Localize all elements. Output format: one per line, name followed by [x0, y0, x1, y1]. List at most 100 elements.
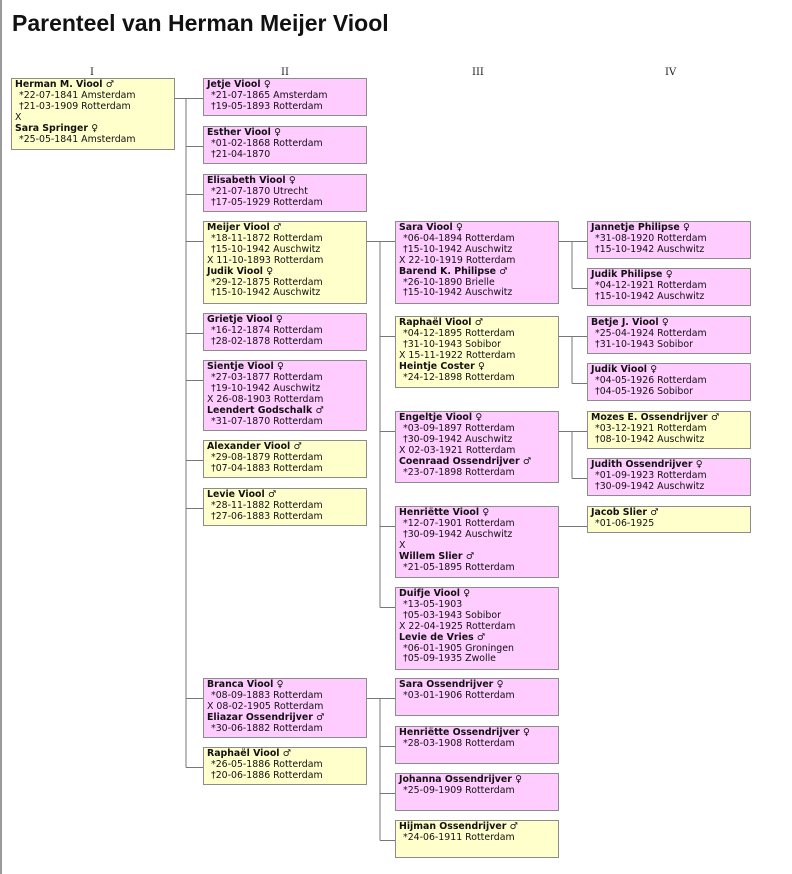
person-name[interactable]: Judik Philipse ♀ — [591, 269, 747, 281]
person-name[interactable]: Jannetje Philipse ♀ — [591, 222, 747, 234]
name-text[interactable]: Henriëtte Ossendrijver — [399, 727, 520, 738]
person-name[interactable]: Levie de Vries ♂ — [399, 631, 555, 644]
name-text[interactable]: Mozes E. Ossendrijver — [591, 412, 708, 423]
person-name[interactable]: Judith Ossendrijver ♀ — [591, 459, 747, 471]
name-text[interactable]: Judik Philipse — [591, 269, 663, 280]
person-box[interactable]: Sientje Viool ♀*27-03-1877 Rotterdam†19-… — [203, 360, 367, 431]
name-text[interactable]: Jetje Viool — [207, 79, 261, 90]
name-text[interactable]: Jacob Slier — [591, 507, 647, 518]
person-box[interactable]: Sara Ossendrijver ♀*03-01-1906 Rotterdam — [395, 678, 559, 716]
person-name[interactable]: Willem Slier ♂ — [399, 550, 555, 563]
name-text[interactable]: Levie de Vries — [399, 631, 474, 643]
person-name[interactable]: Sara Viool ♀ — [399, 222, 555, 234]
person-name[interactable]: Jetje Viool ♀ — [207, 79, 363, 91]
name-text[interactable]: Herman M. Viool — [15, 79, 103, 90]
name-text[interactable]: Heintje Coster — [399, 360, 475, 372]
person-box[interactable]: Johanna Ossendrijver ♀*25-09-1909 Rotter… — [395, 773, 559, 811]
person-box[interactable]: Mozes E. Ossendrijver ♂*03-12-1921 Rotte… — [587, 411, 751, 449]
person-name[interactable]: Meijer Viool ♂ — [207, 222, 363, 234]
name-text[interactable]: Judik Viool — [207, 265, 263, 277]
person-name[interactable]: Engeltje Viool ♀ — [399, 412, 555, 424]
person-name[interactable]: Grietje Viool ♀ — [207, 314, 363, 326]
name-text[interactable]: Engeltje Viool — [399, 412, 473, 423]
person-box[interactable]: Alexander Viool ♂*29-08-1879 Rotterdam†0… — [203, 440, 367, 478]
person-box[interactable]: Grietje Viool ♀*16-12-1874 Rotterdam†28-… — [203, 313, 367, 351]
name-text[interactable]: Sara Viool — [399, 222, 453, 233]
person-name[interactable]: Branca Viool ♀ — [207, 679, 363, 691]
name-text[interactable]: Judith Ossendrijver — [591, 459, 693, 470]
person-box[interactable]: Betje J. Viool ♀*25-04-1924 Rotterdam†31… — [587, 316, 751, 354]
name-text[interactable]: Jannetje Philipse — [591, 222, 680, 233]
person-box[interactable]: Duifje Viool ♀*13-05-1903†05-03-1943 Sob… — [395, 587, 559, 670]
name-text[interactable]: Henriëtte Viool — [399, 507, 480, 518]
name-text[interactable]: Judik Viool — [591, 364, 647, 375]
name-text[interactable]: Coenraad Ossendrijver — [399, 455, 520, 467]
person-box[interactable]: Jannetje Philipse ♀*31-08-1920 Rotterdam… — [587, 221, 751, 259]
name-text[interactable]: Esther Viool — [207, 127, 271, 138]
person-box[interactable]: Raphaël Viool ♂*04-12-1895 Rotterdam†31-… — [395, 316, 559, 388]
person-box[interactable]: Raphaël Viool ♂*26-05-1886 Rotterdam†20-… — [203, 747, 367, 785]
person-name[interactable]: Levie Viool ♂ — [207, 489, 363, 501]
person-name[interactable]: Hijman Ossendrijver ♂ — [399, 821, 555, 833]
name-text[interactable]: Sientje Viool — [207, 361, 274, 372]
person-name[interactable]: Raphaël Viool ♂ — [207, 748, 363, 760]
name-text[interactable]: Willem Slier — [399, 550, 463, 562]
life-event: *04-05-1926 Rotterdam — [595, 374, 707, 386]
person-name[interactable]: Jacob Slier ♂ — [591, 507, 747, 519]
person-name[interactable]: Henriëtte Ossendrijver ♀ — [399, 727, 555, 739]
person-box[interactable]: Elisabeth Viool ♀*21-07-1870 Utrecht†17-… — [203, 174, 367, 212]
person-name[interactable]: Duifje Viool ♀ — [399, 588, 555, 600]
name-text[interactable]: Grietje Viool — [207, 314, 273, 325]
person-name[interactable]: Heintje Coster ♀ — [399, 360, 555, 373]
name-text[interactable]: Duifje Viool — [399, 588, 460, 599]
name-text[interactable]: Betje J. Viool — [591, 317, 659, 328]
name-text[interactable]: Meijer Viool — [207, 222, 270, 233]
person-box[interactable]: Jacob Slier ♂*01-06-1925 — [587, 506, 751, 533]
person-name[interactable]: Mozes E. Ossendrijver ♂ — [591, 412, 747, 424]
person-name[interactable]: Esther Viool ♀ — [207, 127, 363, 139]
person-box[interactable]: Esther Viool ♀*01-02-1868 Rotterdam†21-0… — [203, 126, 367, 164]
person-name[interactable]: Elisabeth Viool ♀ — [207, 175, 363, 187]
person-box[interactable]: Sara Viool ♀*06-04-1894 Rotterdam†15-10-… — [395, 221, 559, 304]
name-text[interactable]: Sara Ossendrijver — [399, 679, 494, 690]
person-name[interactable]: Henriëtte Viool ♀ — [399, 507, 555, 519]
name-text[interactable]: Branca Viool — [207, 679, 274, 690]
name-text[interactable]: Hijman Ossendrijver — [399, 821, 507, 832]
person-name[interactable]: Johanna Ossendrijver ♀ — [399, 774, 555, 786]
person-name[interactable]: Betje J. Viool ♀ — [591, 317, 747, 329]
person-box[interactable]: Henriëtte Ossendrijver ♀*28-03-1908 Rott… — [395, 726, 559, 764]
person-name[interactable]: Sientje Viool ♀ — [207, 361, 363, 373]
name-text[interactable]: Raphaël Viool — [207, 748, 280, 759]
name-text[interactable]: Barend K. Philipse — [399, 265, 497, 277]
person-name[interactable]: Alexander Viool ♂ — [207, 441, 363, 453]
person-box[interactable]: Engeltje Viool ♀*03-09-1897 Rotterdam†30… — [395, 411, 559, 483]
person-box[interactable]: Hijman Ossendrijver ♂*24-06-1911 Rotterd… — [395, 820, 559, 858]
person-box[interactable]: Meijer Viool ♂*18-11-1872 Rotterdam†15-1… — [203, 221, 367, 304]
name-text[interactable]: Sara Springer — [15, 122, 88, 134]
name-text[interactable]: Leendert Godschalk — [207, 404, 313, 416]
person-box[interactable]: Judik Philipse ♀*04-12-1921 Rotterdam†15… — [587, 268, 751, 306]
person-name[interactable]: Sara Ossendrijver ♀ — [399, 679, 555, 691]
person-name[interactable]: Judik Viool ♀ — [207, 265, 363, 278]
person-name[interactable]: Coenraad Ossendrijver ♂ — [399, 455, 555, 468]
person-box[interactable]: Jetje Viool ♀*21-07-1865 Amsterdam†19-05… — [203, 78, 367, 116]
name-text[interactable]: Alexander Viool — [207, 441, 291, 452]
name-text[interactable]: Elisabeth Viool — [207, 175, 286, 186]
person-name[interactable]: Raphaël Viool ♂ — [399, 317, 555, 329]
name-text[interactable]: Johanna Ossendrijver — [399, 774, 512, 785]
person-box[interactable]: Herman M. Viool ♂*22-07-1841 Amsterdam†2… — [11, 78, 175, 150]
person-name[interactable]: Sara Springer ♀ — [15, 122, 171, 135]
person-name[interactable]: Leendert Godschalk ♂ — [207, 404, 363, 417]
person-name[interactable]: Judik Viool ♀ — [591, 364, 747, 376]
person-name[interactable]: Barend K. Philipse ♂ — [399, 265, 555, 278]
name-text[interactable]: Levie Viool — [207, 489, 265, 500]
name-text[interactable]: Eliazar Ossendrijver — [207, 711, 313, 723]
person-name[interactable]: Herman M. Viool ♂ — [15, 79, 171, 91]
person-box[interactable]: Judith Ossendrijver ♀*01-09-1923 Rotterd… — [587, 458, 751, 496]
name-text[interactable]: Raphaël Viool — [399, 317, 472, 328]
person-name[interactable]: Eliazar Ossendrijver ♂ — [207, 711, 363, 724]
person-box[interactable]: Levie Viool ♂*28-11-1882 Rotterdam†27-06… — [203, 488, 367, 526]
person-box[interactable]: Judik Viool ♀*04-05-1926 Rotterdam†04-05… — [587, 363, 751, 401]
person-box[interactable]: Henriëtte Viool ♀*12-07-1901 Rotterdam†3… — [395, 506, 559, 578]
